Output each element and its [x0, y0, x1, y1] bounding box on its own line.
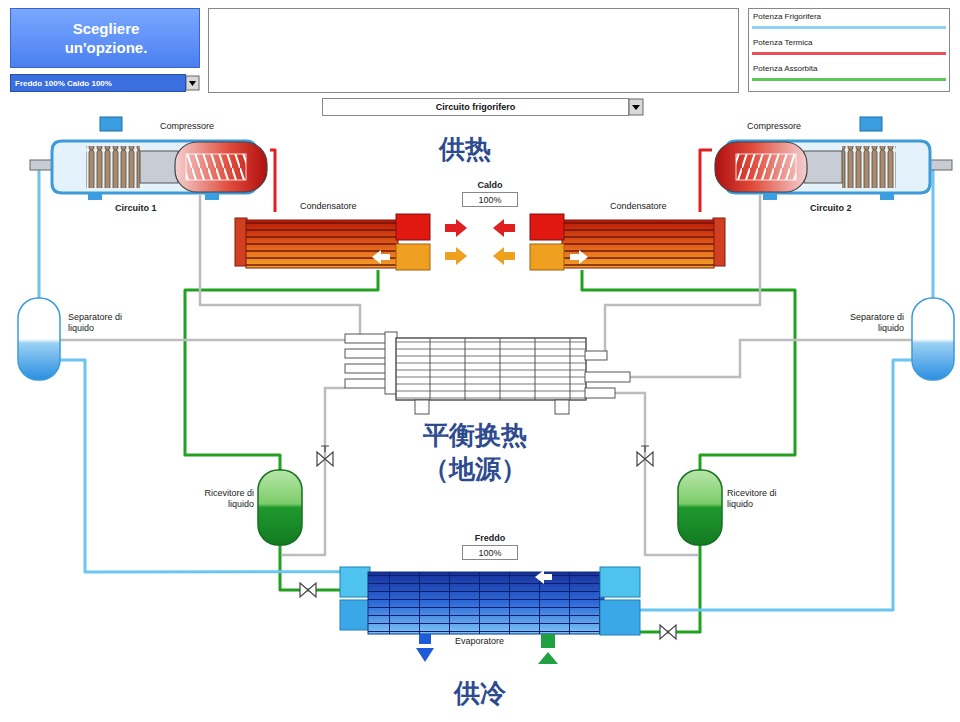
annotation-label: 平衡换热 （地源）	[400, 418, 550, 486]
refrigerant-pipe	[39, 165, 45, 298]
refrigerant-pipe	[933, 165, 937, 298]
node-label: Compressore	[160, 121, 214, 132]
node-label: Separatore di liquido	[844, 312, 904, 334]
refrigerant-pipe	[640, 545, 700, 632]
refrigerant-pipe	[280, 545, 340, 590]
node-label: Circuito 1	[115, 203, 157, 214]
node-label: 100%	[478, 195, 501, 206]
view-dropdown: Circuito frigorifero	[322, 98, 629, 116]
condenser: Condensatore	[525, 212, 725, 270]
compressor: CompressoreCircuito 1	[45, 118, 270, 195]
compressor: CompressoreCircuito 2	[712, 118, 937, 195]
node-label: Condensatore	[300, 201, 357, 212]
refrigerant-pipe	[582, 270, 795, 470]
annotation-label: 供热	[420, 132, 510, 166]
node-label: Ricevitore di liquido	[196, 488, 254, 510]
refrigerant-pipe	[60, 360, 340, 572]
node-label: Freddo	[475, 533, 506, 544]
node-label: Freddo 100% Caldo 100%	[15, 78, 112, 89]
refrigerant-pipe	[700, 150, 712, 212]
node-label: Condensatore	[610, 201, 667, 212]
legend-swatch	[752, 78, 946, 81]
legend-swatch	[752, 26, 946, 29]
node-label: Scegliere un'opzione.	[31, 19, 181, 57]
value-box: Caldo100%	[462, 192, 518, 207]
annotation-label: 供冷	[440, 676, 520, 710]
node-label: Separatore di liquido	[68, 312, 128, 334]
liquid-separator: Separatore di liquido	[18, 298, 60, 380]
value-box: Freddo100%	[462, 545, 518, 560]
refrigerant-pipe	[640, 360, 912, 610]
condenser: Condensatore	[235, 212, 435, 270]
option-button: Scegliere un'opzione.	[10, 8, 200, 68]
legend-text: Potenza Frigorifera	[753, 12, 821, 22]
liquid-receiver: Ricevitore di liquido	[678, 470, 722, 545]
node-label: Ricevitore di liquido	[727, 488, 785, 510]
legend-panel: Potenza FrigoriferaPotenza TermicaPotenz…	[748, 8, 950, 92]
node-label: Evaporatore	[455, 636, 504, 647]
liquid-receiver: Ricevitore di liquido	[258, 470, 302, 545]
legend-text: Potenza Termica	[753, 38, 812, 48]
evaporator: Evaporatore	[340, 565, 640, 650]
node-label: Circuito frigorifero	[436, 102, 516, 113]
node-label: Circuito 2	[810, 203, 852, 214]
liquid-separator: Separatore di liquido	[912, 298, 954, 380]
legend-swatch	[752, 52, 946, 55]
refrigerant-pipe	[270, 150, 275, 212]
node-label: 100%	[478, 548, 501, 559]
option-dropdown: Freddo 100% Caldo 100%	[10, 74, 186, 92]
node-label: Compressore	[747, 121, 801, 132]
legend-text: Potenza Assorbita	[753, 64, 817, 74]
node-label: Caldo	[477, 180, 502, 191]
